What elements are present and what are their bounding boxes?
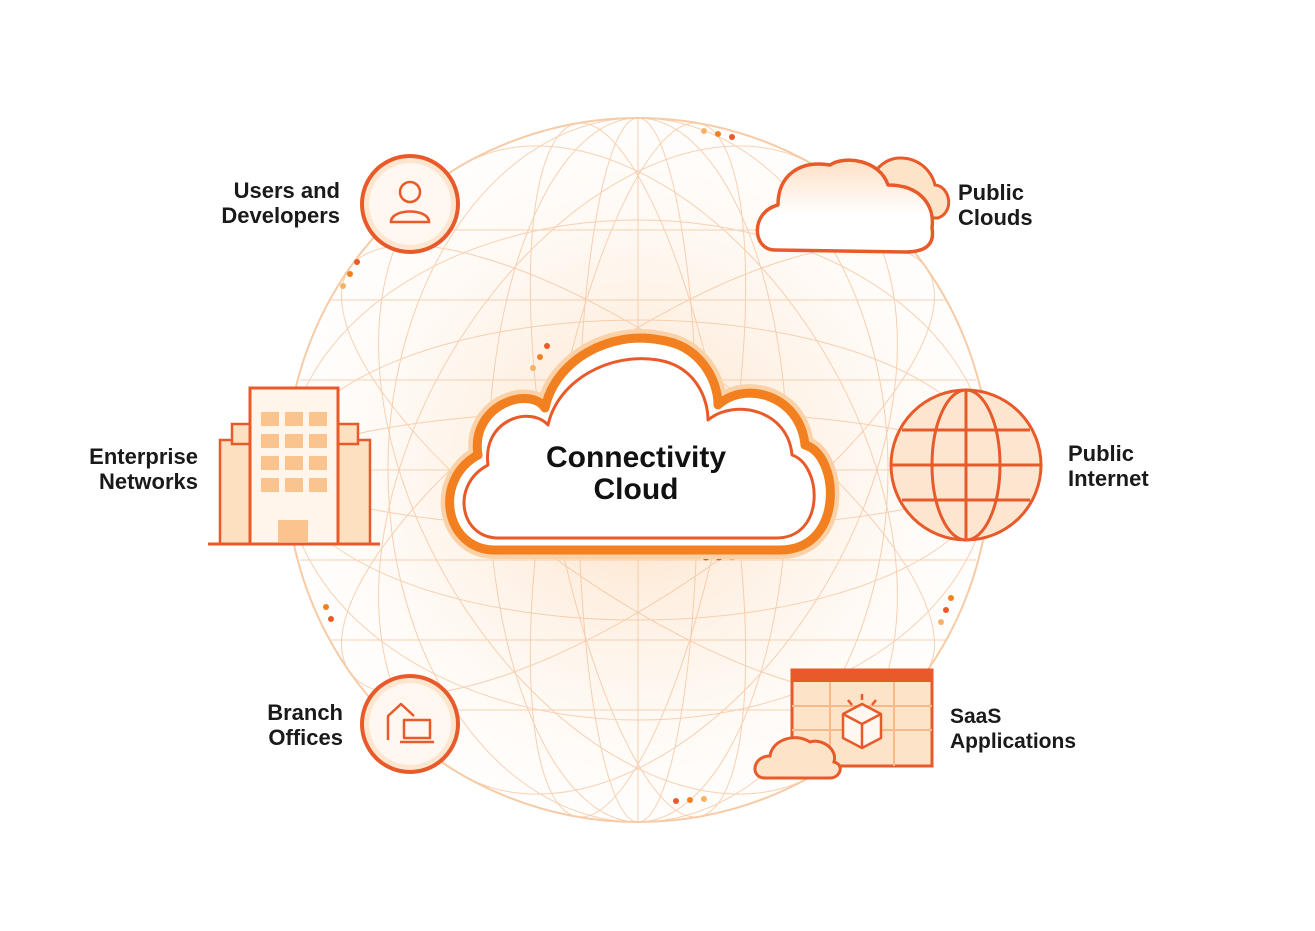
public-internet-label-line2: Internet: [1068, 466, 1149, 491]
home-laptop-icon: [386, 702, 434, 744]
branch-label-line1: Branch: [267, 700, 343, 725]
saas-label-line1: SaaS: [950, 705, 1002, 728]
center-title-line1: Connectivity: [545, 441, 727, 474]
public-clouds-label-line2: Clouds: [958, 205, 1033, 230]
users-label-line1: Users and: [233, 178, 340, 203]
users-label-line2: Developers: [221, 203, 340, 228]
user-icon: [389, 180, 431, 224]
building-icon: [208, 386, 380, 546]
enterprise-label-line2: Networks: [98, 469, 198, 494]
connectivity-cloud-icon: [440, 329, 840, 559]
public-internet-label-line1: Public: [1068, 441, 1135, 466]
public-clouds-label-line1: Public: [958, 180, 1025, 205]
saas-label-line2: Applications: [950, 730, 1077, 753]
users-node-icon: [360, 154, 460, 254]
branch-node-icon: [360, 674, 460, 774]
globe-icon: [889, 388, 1043, 542]
center-title: Connectivity Cloud: [520, 442, 752, 506]
public-internet-label: Public Internet: [1068, 441, 1149, 491]
branch-label-line2: Offices: [268, 725, 343, 750]
cloud-icon: [755, 156, 950, 254]
box-icon: [841, 694, 883, 750]
branch-label: Branch Offices: [200, 700, 343, 750]
users-label: Users and Developers: [190, 178, 340, 228]
public-clouds-label: Public Clouds: [958, 180, 1033, 230]
center-title-line2: Cloud: [593, 473, 679, 506]
enterprise-label-line1: Enterprise: [89, 444, 198, 469]
saas-label: SaaS Applications: [950, 704, 1076, 754]
app-window-icon: [753, 668, 934, 780]
enterprise-label: Enterprise Networks: [40, 444, 198, 494]
